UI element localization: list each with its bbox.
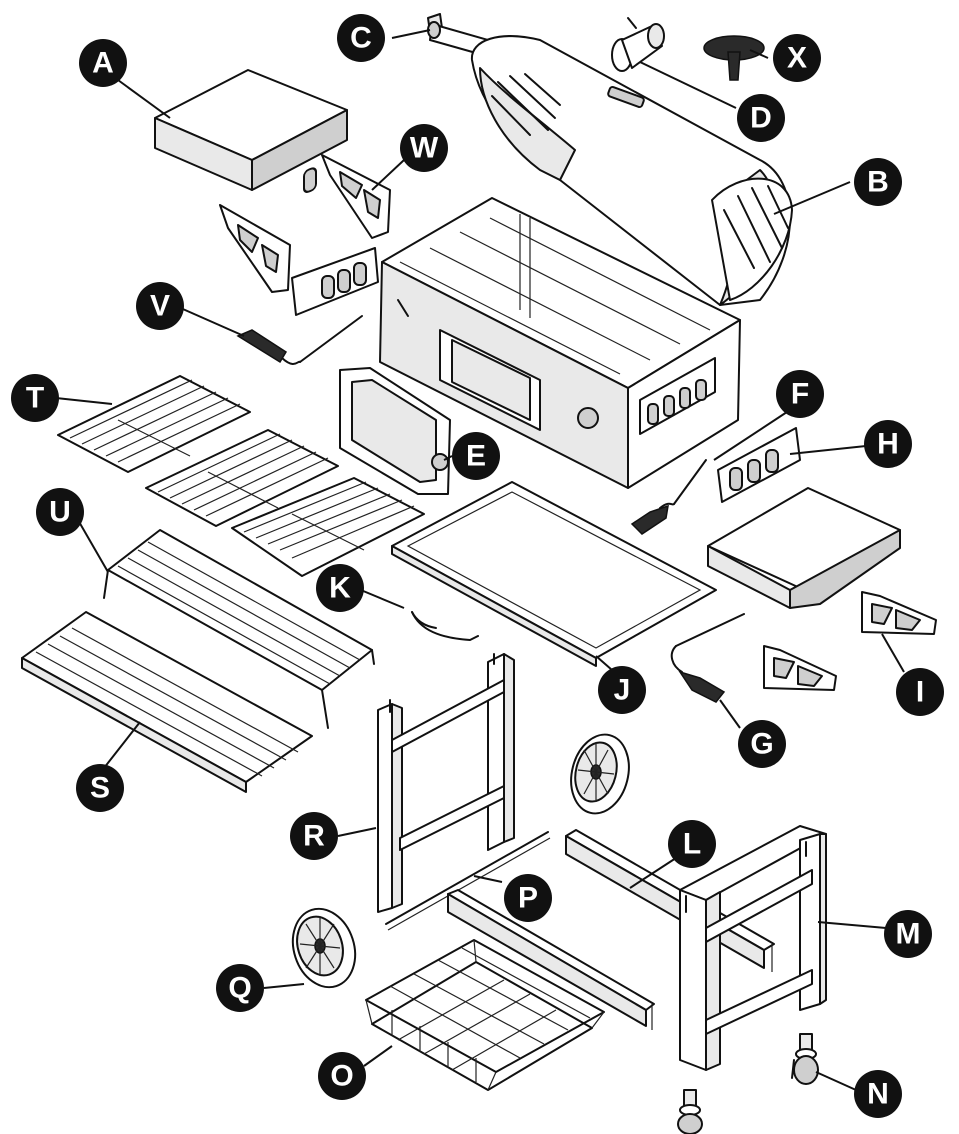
ash-tray-basket xyxy=(21,611,313,793)
callout-h-label: H xyxy=(877,428,899,461)
leg-frame-right xyxy=(679,825,827,1071)
cooking-grate-1 xyxy=(57,375,251,473)
grate-bars xyxy=(69,379,415,559)
callout-o: O xyxy=(318,1052,366,1100)
callout-c-label: C xyxy=(350,22,372,55)
callout-i: I xyxy=(896,668,944,716)
axle-rod xyxy=(385,831,551,931)
shelf-bracket-left-upper xyxy=(321,154,391,239)
wheel-upper xyxy=(570,733,630,815)
callout-r-label: R xyxy=(303,820,325,853)
callout-g-label: G xyxy=(750,728,773,761)
lid-handle xyxy=(670,613,745,703)
warming-rack xyxy=(103,529,375,729)
callout-m: M xyxy=(884,910,932,958)
shelf-bracket-right-lower xyxy=(763,645,837,691)
callout-d: D xyxy=(737,94,785,142)
callout-n-label: N xyxy=(867,1078,889,1111)
callout-g: G xyxy=(738,720,786,768)
leg-frame-left xyxy=(377,653,515,913)
callout-l-label: L xyxy=(683,828,701,861)
callout-t: T xyxy=(11,374,59,422)
bottom-tray xyxy=(391,481,717,667)
callout-a-label: A xyxy=(92,47,114,80)
callout-s: S xyxy=(76,764,124,812)
callout-o-label: O xyxy=(330,1060,353,1093)
callout-a: A xyxy=(79,39,127,87)
callout-f-label: F xyxy=(791,378,809,411)
callout-r: R xyxy=(290,812,338,860)
callout-q: Q xyxy=(216,964,264,1012)
callout-b-label: B xyxy=(867,166,889,199)
cooking-grate-3 xyxy=(231,477,425,577)
callout-c: C xyxy=(337,14,385,62)
wheel-lower xyxy=(291,907,357,989)
storage-basket xyxy=(365,939,605,1091)
callout-k: K xyxy=(316,564,364,612)
callout-v-label: V xyxy=(150,290,170,323)
callout-j: J xyxy=(598,666,646,714)
callout-t-label: T xyxy=(26,382,44,415)
side-shelf-left xyxy=(154,69,348,191)
callout-u: U xyxy=(36,488,84,536)
side-shelf-right xyxy=(707,487,901,609)
callout-x-label: X xyxy=(787,42,807,75)
door-handle xyxy=(411,611,479,641)
vent-plate-right xyxy=(717,427,801,503)
callout-p-label: P xyxy=(518,882,538,915)
shelf-bracket-left-lower xyxy=(219,204,291,293)
callout-j-label: J xyxy=(614,674,631,707)
callout-q-label: Q xyxy=(228,972,251,1005)
callout-d-label: D xyxy=(750,102,772,135)
callout-x: X xyxy=(773,34,821,82)
handle-left xyxy=(236,315,363,366)
firebox xyxy=(379,197,741,489)
firebox-door xyxy=(339,367,451,495)
callout-s-label: S xyxy=(90,772,110,805)
thermometer-probe xyxy=(611,17,665,72)
callout-i-label: I xyxy=(916,676,924,709)
caster-left xyxy=(677,1089,703,1134)
callout-m-label: M xyxy=(896,918,921,951)
callout-n: N xyxy=(854,1070,902,1118)
callout-b: B xyxy=(854,158,902,206)
leader-lines xyxy=(55,29,905,1091)
callout-w: W xyxy=(400,124,448,172)
callout-l: L xyxy=(668,820,716,868)
callout-v: V xyxy=(136,282,184,330)
vent-plate-left xyxy=(291,167,379,316)
callout-f: F xyxy=(776,370,824,418)
control-knob xyxy=(703,35,765,81)
callout-e: E xyxy=(452,432,500,480)
callout-w-label: W xyxy=(410,132,439,165)
cooking-grate-2 xyxy=(145,429,339,527)
callout-h: H xyxy=(864,420,912,468)
rear-crossbar xyxy=(447,889,655,1030)
shelf-bracket-right-upper xyxy=(861,591,937,635)
callout-k-label: K xyxy=(329,572,351,605)
callout-u-label: U xyxy=(49,496,71,529)
caster-right xyxy=(791,1033,819,1085)
callout-p: P xyxy=(504,874,552,922)
grill-lid xyxy=(470,35,793,306)
callout-e-label: E xyxy=(466,440,486,473)
handle-right xyxy=(630,459,707,535)
